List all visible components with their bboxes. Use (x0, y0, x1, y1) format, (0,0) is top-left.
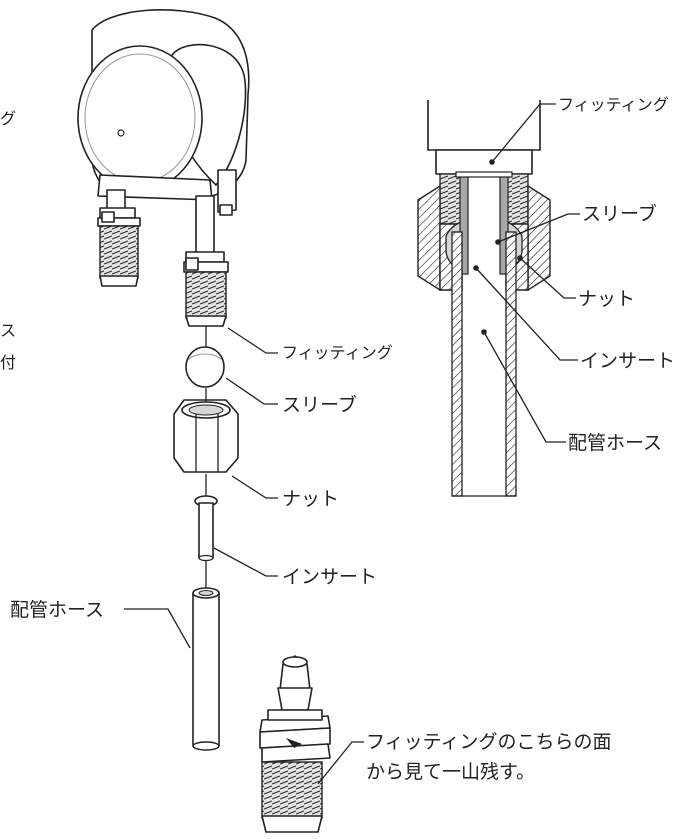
section-label-nut: ナット (578, 288, 635, 310)
note-leader (317, 741, 364, 785)
section-leader-nut (519, 257, 576, 299)
nut-part (173, 399, 239, 473)
leader-hose (124, 608, 191, 649)
leader-fitting (227, 327, 278, 354)
section-label-hose: 配管ホース (568, 432, 662, 454)
section-leader-insert (475, 267, 578, 361)
label-hose: 配管ホース (10, 599, 104, 621)
hose-fitting-cross-section (417, 100, 551, 497)
margin-fragment-1: グ (0, 109, 16, 128)
leader-nut (231, 475, 278, 499)
section-leader-hose (483, 331, 566, 443)
margin-fragment-3: 付 (0, 353, 16, 372)
label-sleeve: スリーブ (282, 393, 357, 416)
sleeve-part (185, 346, 225, 388)
barbed-fitting-illustration (259, 655, 331, 833)
label-fitting: フィッティング (282, 343, 393, 362)
label-insert: インサート (282, 566, 377, 588)
section-label-fitting: フィッティング (558, 95, 669, 114)
label-nut: ナット (282, 488, 339, 510)
section-leader-fitting (491, 103, 556, 163)
leader-insert (213, 547, 278, 577)
margin-fragment-2: ス (0, 321, 16, 340)
section-label-insert: インサート (580, 350, 675, 372)
note-line-2: から見て一山残す。 (366, 761, 535, 783)
note-line-1: フィッティングのこちらの面 (366, 731, 611, 753)
pump-head-illustration (77, 9, 250, 327)
insert-part (194, 495, 218, 562)
section-label-sleeve: スリーブ (582, 202, 657, 225)
hose-part (192, 587, 220, 751)
leader-sleeve (225, 377, 278, 405)
section-leader-sleeve (497, 213, 580, 243)
